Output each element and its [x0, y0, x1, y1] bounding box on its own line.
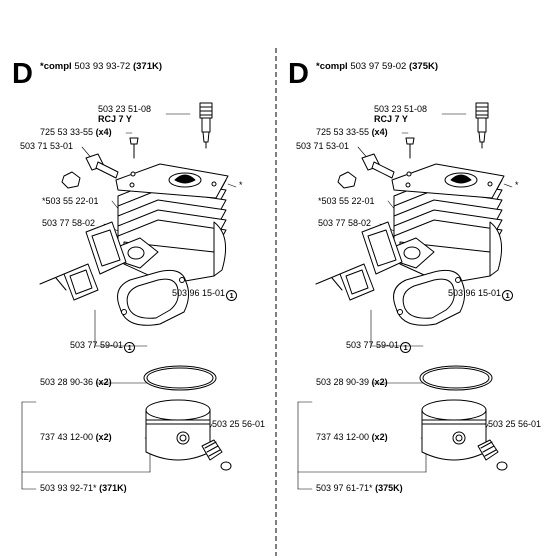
- panel-2-bearing-label: 503 25 56-01: [488, 419, 542, 429]
- panel-1-gasket-plate-label: 503 77 58-02: [42, 218, 96, 228]
- panel-2-valve-label: 503 71 53-01: [296, 141, 350, 151]
- panel-1-ring-label: 503 28 90-36 (x2): [40, 377, 112, 387]
- panel-1-bearing-label: 503 25 56-01: [212, 419, 266, 429]
- panel-1-title: *compl 503 93 93-72 (371K): [40, 61, 163, 72]
- panel-1-circlip-label: 737 43 12-00 (x2): [40, 432, 112, 442]
- panel-1-letter: D: [12, 58, 33, 90]
- panel-2-gasket-plate-label: 503 77 58-02: [318, 218, 372, 228]
- panel-2-letter: D: [288, 58, 309, 90]
- panel-2-cylinder-marker: *: [515, 180, 519, 190]
- panel-2-piston-label: 503 97 61-71* (375K): [316, 483, 403, 493]
- panel-1-cylinder-marker: *: [239, 180, 243, 190]
- panel-2-title: *compl 503 97 59-02 (375K): [316, 61, 439, 72]
- panel-1-valve-label: 503 71 53-01: [20, 141, 74, 151]
- panel-2-ring-label: 503 28 90-39 (x2): [316, 377, 388, 387]
- panel-1-screw-label: 725 53 33-55 (x4): [40, 127, 112, 137]
- panel-2-cap-label: *503 55 22-01: [318, 196, 375, 206]
- panel-1-cap-label: *503 55 22-01: [42, 196, 99, 206]
- panel-1-piston-label: 503 93 92-71* (371K): [40, 483, 127, 493]
- panel-2-screw-label: 725 53 33-55 (x4): [316, 127, 388, 137]
- panel-2-circlip-label: 737 43 12-00 (x2): [316, 432, 388, 442]
